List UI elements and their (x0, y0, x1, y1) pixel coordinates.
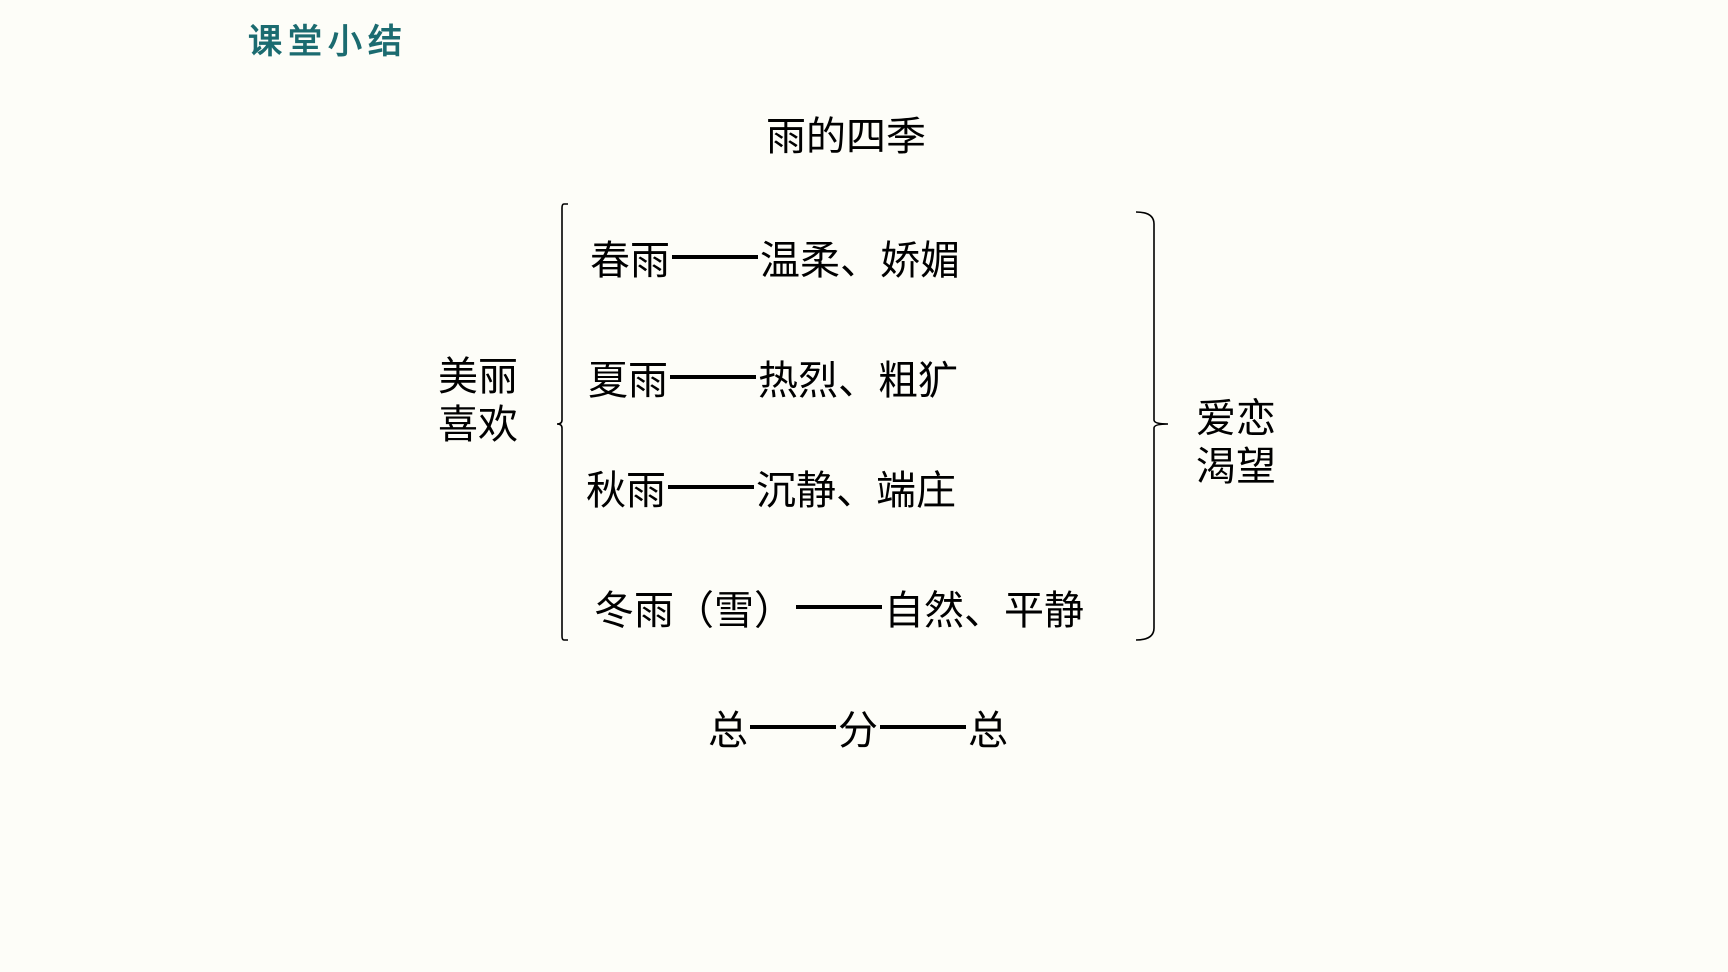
season-traits: 热烈、粗犷 (758, 358, 958, 404)
right-brace-icon (1135, 211, 1169, 641)
right-note-line-2: 渴望 (1196, 444, 1276, 490)
dash-separator (670, 375, 756, 379)
structure-part-2: 分 (838, 708, 878, 754)
season-name: 春雨 (590, 238, 670, 284)
list-item: 春雨 温柔、娇媚 (590, 228, 960, 286)
dash-separator (750, 725, 836, 729)
dash-separator (796, 605, 882, 609)
right-note: 爱恋 渴望 (1196, 395, 1276, 491)
right-note-line-1: 爱恋 (1196, 396, 1276, 442)
section-label: 课堂小结 (248, 22, 408, 62)
left-bracket-icon (556, 203, 568, 641)
season-name: 秋雨 (586, 468, 666, 514)
structure-summary: 总 分 总 (708, 698, 1008, 756)
season-traits: 自然、平静 (884, 588, 1084, 634)
dash-separator (672, 255, 758, 259)
list-item: 秋雨 沉静、端庄 (586, 458, 956, 516)
dash-separator (668, 485, 754, 489)
list-item: 冬雨（雪） 自然、平静 (594, 578, 1084, 636)
season-traits: 温柔、娇媚 (760, 238, 960, 284)
season-name: 夏雨 (588, 358, 668, 404)
list-item: 夏雨 热烈、粗犷 (588, 348, 958, 406)
structure-part-3: 总 (968, 708, 1008, 754)
left-note-line-1: 美丽 (438, 354, 518, 400)
dash-separator (880, 725, 966, 729)
structure-part-1: 总 (708, 708, 748, 754)
season-traits: 沉静、端庄 (756, 468, 956, 514)
left-note: 美丽 喜欢 (438, 353, 518, 449)
season-name: 冬雨（雪） (594, 588, 794, 634)
left-note-line-2: 喜欢 (438, 402, 518, 448)
page-title: 雨的四季 (766, 114, 926, 160)
